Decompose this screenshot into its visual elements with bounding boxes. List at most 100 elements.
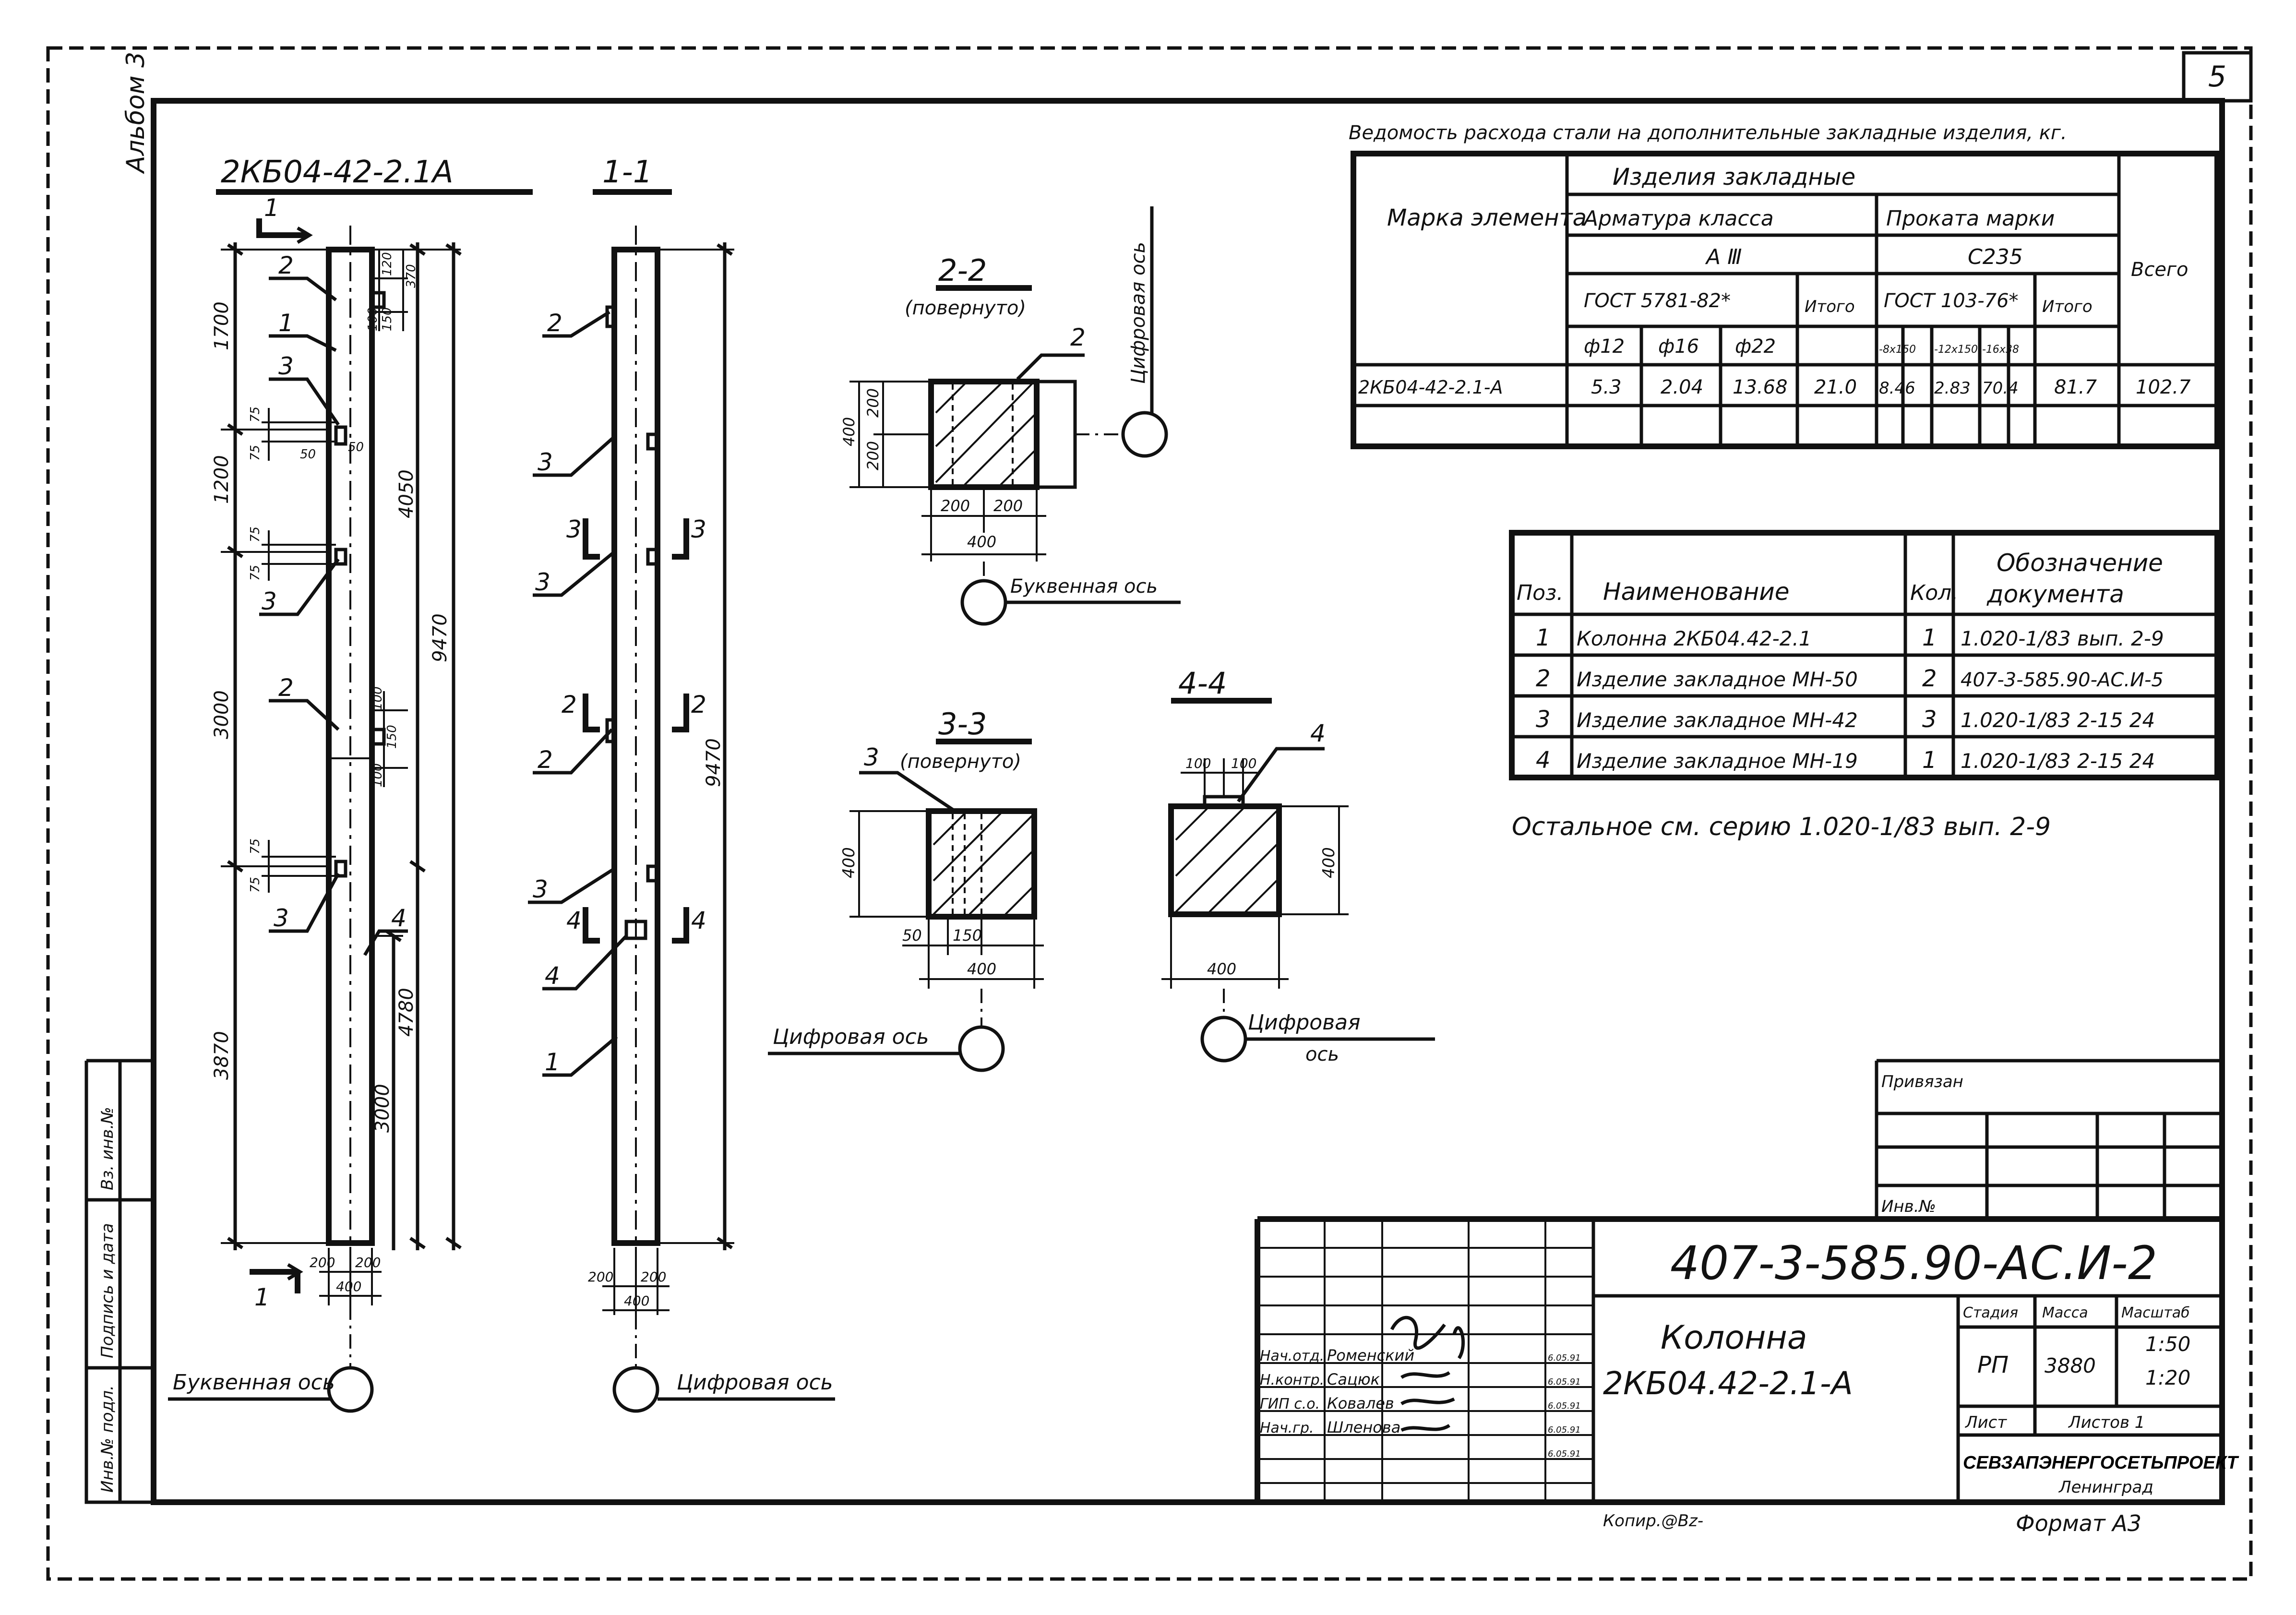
callout-a-3-mid: 3 xyxy=(262,587,277,615)
dim-outer-9470: 9470 xyxy=(429,613,451,662)
width-dim-a-200a: 200 xyxy=(310,1255,335,1270)
elevation-1-1-title: 1-1 xyxy=(602,155,653,190)
section-2-2-axis-right: Цифровая ось xyxy=(1127,242,1149,384)
steel-row-8x150: 8.46 xyxy=(1879,379,1915,398)
dim-middle-4050: 4050 xyxy=(395,469,418,518)
sig-2-name: Сацюк xyxy=(1327,1370,1380,1388)
section-4-4-dim-400v: 400 xyxy=(1319,847,1339,878)
section-3-3-dim-150: 150 xyxy=(953,926,982,945)
steel-header-embedded: Изделия закладные xyxy=(1613,164,1855,191)
small-dim-150: 150 xyxy=(380,307,395,331)
inv-no-label: Инв.№ xyxy=(1881,1197,1936,1216)
callout-a-3-low: 3 xyxy=(274,904,289,932)
small-dim-75d: 75 xyxy=(248,565,263,581)
format-label: Формат А3 xyxy=(2016,1510,2141,1536)
section-mark-bottom: 1 xyxy=(254,1283,270,1311)
spec-row-2-doc: 407-3-585.90-АС.И-5 xyxy=(1961,669,2164,691)
spec-row-3-pos: 3 xyxy=(1536,706,1551,733)
spec-row-1-qty: 1 xyxy=(1922,624,1937,651)
axis-label-1-1: Цифровая ось xyxy=(677,1370,833,1395)
section-2-2-vdim-400: 400 xyxy=(840,417,858,446)
spec-row-4-pos: 4 xyxy=(1536,747,1551,774)
section-mark-3-left: 3 xyxy=(566,515,582,543)
stamp-label-sign-date: Подпись и дата xyxy=(98,1223,117,1358)
small-dim-50a: 50 xyxy=(300,447,316,462)
steel-row-f12: 5.3 xyxy=(1591,376,1622,398)
spec-header-qty: Кол. xyxy=(1910,581,1958,605)
steel-row-12x150: 2.83 xyxy=(1934,379,1971,398)
dim-1-1-outer: 9470 xyxy=(703,738,725,787)
sig-1-role: Нач.отд. xyxy=(1260,1348,1324,1364)
spec-header-pos: Поз. xyxy=(1517,581,1563,605)
small-dim-75e: 75 xyxy=(248,838,263,854)
section-3-3-subtitle: (повернуто) xyxy=(900,751,1021,773)
spec-header-name: Наименование xyxy=(1603,578,1790,606)
title-scale-1: 1:50 xyxy=(2145,1332,2190,1356)
small-dim-120: 120 xyxy=(380,252,395,276)
title-org: СЕВЗАПЭНЕРГОСЕТЬПРОЕКТ xyxy=(1963,1453,2239,1473)
steel-table: Ведомость расхода стали на дополнительны… xyxy=(1349,122,2220,449)
spec-row-2-name: Изделие закладное МН-50 xyxy=(1577,668,1858,691)
sig-3-role: ГИП с.о. xyxy=(1260,1396,1320,1412)
dim-left-1200: 1200 xyxy=(211,455,233,504)
steel-row-total: 102.7 xyxy=(2136,376,2191,398)
section-4-4-axis-2: ось xyxy=(1305,1043,1339,1065)
section-2-2: 2-2 (повернуто) 2 200 200 400 200 200 40… xyxy=(840,206,1181,626)
section-2-2-hdim-200b: 200 xyxy=(993,497,1023,515)
callout-1-1-2-mid: 2 xyxy=(538,746,553,774)
section-3-3-title: 3-3 xyxy=(938,706,987,742)
title-block: 407-3-585.90-АС.И-2 Колонна 2КБ04.42-2.1… xyxy=(1255,1216,2239,1502)
elevation-a: 2КБ04-42-2.1А 1 1700 1200 3000 3870 4050… xyxy=(168,155,533,1413)
stamp-label-inv: Инв.№ подл. xyxy=(98,1385,117,1493)
section-2-2-title: 2-2 xyxy=(938,253,987,288)
sig-extra-date: 6.05.91 xyxy=(1548,1449,1581,1459)
small-dim-100: 100 xyxy=(366,307,380,331)
width-dim-1-1-200b: 200 xyxy=(641,1269,666,1285)
sig-1-name: Роменский xyxy=(1327,1346,1414,1364)
callout-a-1: 1 xyxy=(278,309,294,337)
spec-row-3-doc: 1.020-1/83 2-15 24 xyxy=(1961,708,2155,732)
section-mark-top: 1 xyxy=(264,194,279,222)
steel-header-mark: Марка элемента xyxy=(1387,204,1587,231)
spec-row-3-qty: 3 xyxy=(1922,706,1937,733)
steel-row-f22: 13.68 xyxy=(1733,376,1788,398)
steel-row-f16: 2.04 xyxy=(1661,376,1703,398)
callout-1-1-3-a: 3 xyxy=(538,448,553,476)
section-4-4-title: 4-4 xyxy=(1178,666,1227,701)
spec-note: Остальное см. серию 1.020-1/83 вып. 2-9 xyxy=(1512,813,2051,841)
sig-2-date: 6.05.91 xyxy=(1548,1377,1581,1387)
spec-row-4-doc: 1.020-1/83 2-15 24 xyxy=(1961,749,2155,773)
sig-2-role: Н.контр. xyxy=(1260,1372,1324,1388)
steel-col-f16: ф16 xyxy=(1658,335,1699,358)
steel-col-f12: ф12 xyxy=(1584,335,1625,358)
sig-1-date: 6.05.91 xyxy=(1548,1353,1581,1363)
sig-4-name: Шленова xyxy=(1327,1418,1400,1436)
width-dim-1-1-400: 400 xyxy=(624,1293,649,1309)
title-scale-2: 1:20 xyxy=(2145,1366,2190,1389)
small-dim-75f: 75 xyxy=(248,877,263,893)
steel-header-rebar-class: А Ⅲ xyxy=(1705,245,1742,269)
sig-3-date: 6.05.91 xyxy=(1548,1401,1581,1411)
steel-col-16x38: -16х38 xyxy=(1982,344,2019,356)
callout-1-1-4: 4 xyxy=(545,962,560,990)
callout-a-2-mid: 2 xyxy=(278,674,294,702)
copied-by: Копир.@Bz- xyxy=(1603,1511,1703,1531)
section-2-2-subtitle: (повернуто) xyxy=(905,297,1026,319)
steel-header-rolled-grade: С235 xyxy=(1968,245,2023,269)
title-stage: РП xyxy=(1977,1352,2009,1378)
section-3-3-dim-50: 50 xyxy=(902,926,922,945)
title-code: 407-3-585.90-АС.И-2 xyxy=(1670,1236,2157,1290)
section-4-4-dim-100a: 100 xyxy=(1185,755,1211,771)
section-4-4-dim-400h: 400 xyxy=(1207,960,1236,978)
callout-1-1-3-b: 3 xyxy=(535,568,550,596)
callout-1-1-3-c: 3 xyxy=(533,875,548,903)
callout-a-3-top: 3 xyxy=(278,352,294,380)
steel-header-subtotal-rolled: Итого xyxy=(2042,297,2093,316)
section-mark-4-right: 4 xyxy=(691,907,706,934)
steel-col-f22: ф22 xyxy=(1735,335,1776,358)
binding-block: Привязан Инв.№ xyxy=(1875,1059,2222,1219)
spec-row-4-qty: 1 xyxy=(1922,747,1937,774)
title-name-1: Колонна xyxy=(1661,1319,1807,1357)
dim-middle-3000: 3000 xyxy=(371,1084,394,1133)
